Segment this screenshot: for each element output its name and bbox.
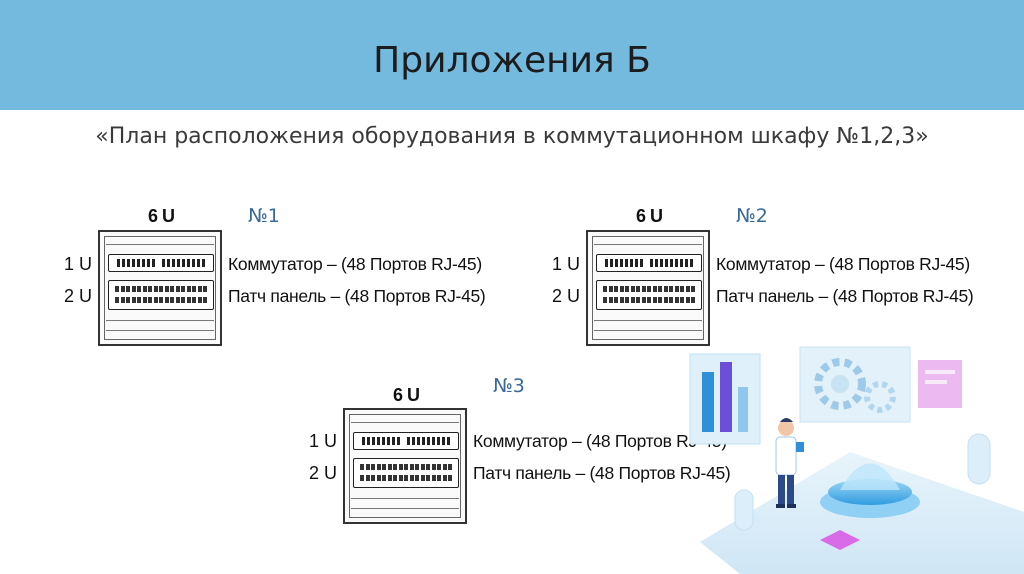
rack-diagram-1: №1 6 U 1 U 2 U Коммутатор – (48 Портов R… bbox=[60, 200, 486, 350]
rack-total-units: 6 U bbox=[636, 206, 663, 226]
rack-number: №3 bbox=[493, 375, 525, 397]
device-label-switch: Коммутатор – (48 Портов RJ-45) bbox=[716, 254, 970, 274]
rack-number: №2 bbox=[736, 205, 768, 227]
unit-label-1: 1 U bbox=[309, 431, 338, 451]
device-label-patch-panel: Патч панель – (48 Портов RJ-45) bbox=[716, 286, 974, 306]
slide-title: Приложения Б bbox=[373, 39, 651, 81]
rack-diagram-3: №3 6 U 1 U 2 U Коммутатор – (48 Портов R… bbox=[305, 372, 731, 524]
slide-header: Приложения Б bbox=[0, 0, 1024, 110]
rack-total-units: 6 U bbox=[393, 385, 420, 405]
switch-unit bbox=[108, 254, 214, 272]
unit-label-1: 1 U bbox=[64, 254, 93, 274]
switch-unit bbox=[353, 432, 459, 450]
rack-cabinet bbox=[343, 408, 467, 524]
slide-subtitle: «План расположения оборудования в коммут… bbox=[95, 124, 929, 149]
device-label-patch-panel: Патч панель – (48 Портов RJ-45) bbox=[228, 286, 486, 306]
patch-panel-unit bbox=[108, 280, 214, 310]
rack-diagram-2: №2 6 U 1 U 2 U Коммутатор – (48 Портов R… bbox=[548, 200, 974, 350]
patch-panel-unit bbox=[596, 280, 702, 310]
rack-number: №1 bbox=[248, 205, 280, 227]
patch-panel-unit bbox=[353, 458, 459, 488]
rack-cabinet bbox=[586, 230, 710, 346]
unit-label-2: 2 U bbox=[309, 463, 338, 483]
rack-total-units: 6 U bbox=[148, 206, 175, 226]
device-label-switch: Коммутатор – (48 Портов RJ-45) bbox=[228, 254, 482, 274]
rack-cabinet bbox=[98, 230, 222, 346]
tech-illustration-icon bbox=[689, 346, 1024, 574]
unit-label-2: 2 U bbox=[64, 286, 93, 306]
switch-unit bbox=[596, 254, 702, 272]
device-label-switch: Коммутатор – (48 Портов RJ-45) bbox=[473, 431, 727, 451]
unit-label-2: 2 U bbox=[552, 286, 581, 306]
device-label-patch-panel: Патч панель – (48 Портов RJ-45) bbox=[473, 463, 731, 483]
unit-label-1: 1 U bbox=[552, 254, 581, 274]
